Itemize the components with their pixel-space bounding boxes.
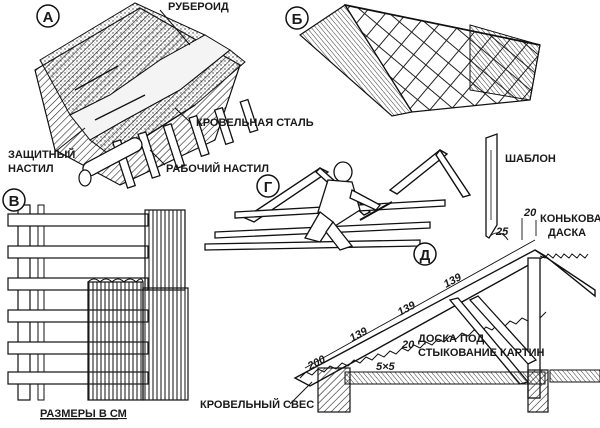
dim-5x5: 5×5 <box>376 361 396 373</box>
panel-v: В РАЗМЕРЫ В СМ <box>2 188 189 420</box>
panel-b: Б <box>285 4 541 117</box>
panel-a: А РУБЕРОИД ЗАЩИТНЫЙ НАСТИЛ КРОВЕЛЬНАЯ СТ… <box>8 1 314 189</box>
dim-20-a: 20 <box>401 339 415 351</box>
panel-a-letter: А <box>43 9 54 26</box>
template-label: ШАБЛОН <box>505 153 556 165</box>
panel-g-letter: Г <box>264 179 273 196</box>
dim-20-b: 20 <box>523 207 537 219</box>
working-deck-label: РАБОЧИЙ НАСТИЛ <box>166 162 269 175</box>
dim-25: 25 <box>495 226 509 238</box>
panel-d-letter: Д <box>420 247 431 264</box>
panel-d: ШАБЛОН Д 200 139 139 139 20 <box>200 133 600 413</box>
roof-steel-label: КРОВЕЛЬНАЯ СТАЛЬ <box>196 117 314 129</box>
ruberoid-label: РУБЕРОИД <box>168 1 229 13</box>
ridge-board-label-1: КОНЬКОВА <box>540 213 600 225</box>
eaves-label: КРОВЕЛЬНЫЙ СВЕС <box>200 398 314 411</box>
protective-deck-label-2: НАСТИЛ <box>8 163 54 175</box>
ridge-board-label-2: ДАСКА <box>548 227 586 239</box>
joint-board-label-1: ДОСКА ПОД <box>418 333 484 345</box>
protective-deck-label-1: ЗАЩИТНЫЙ <box>8 148 75 161</box>
panel-g: Г <box>204 148 472 251</box>
panel-b-letter: Б <box>292 11 303 28</box>
joint-board-label-2: СТЫКОВАНИЕ КАРТИН <box>418 347 544 359</box>
panel-v-letter: В <box>9 193 20 210</box>
dimensions-note: РАЗМЕРЫ В СМ <box>40 408 127 420</box>
dim-139-c: 139 <box>442 271 465 291</box>
